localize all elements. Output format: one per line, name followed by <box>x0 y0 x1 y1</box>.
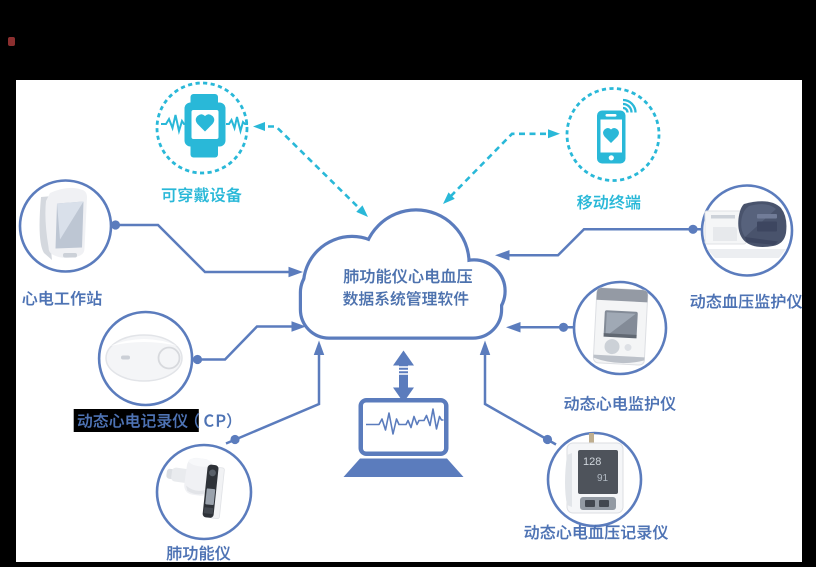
svg-text:128: 128 <box>583 456 601 468</box>
svg-text:91: 91 <box>597 473 609 484</box>
